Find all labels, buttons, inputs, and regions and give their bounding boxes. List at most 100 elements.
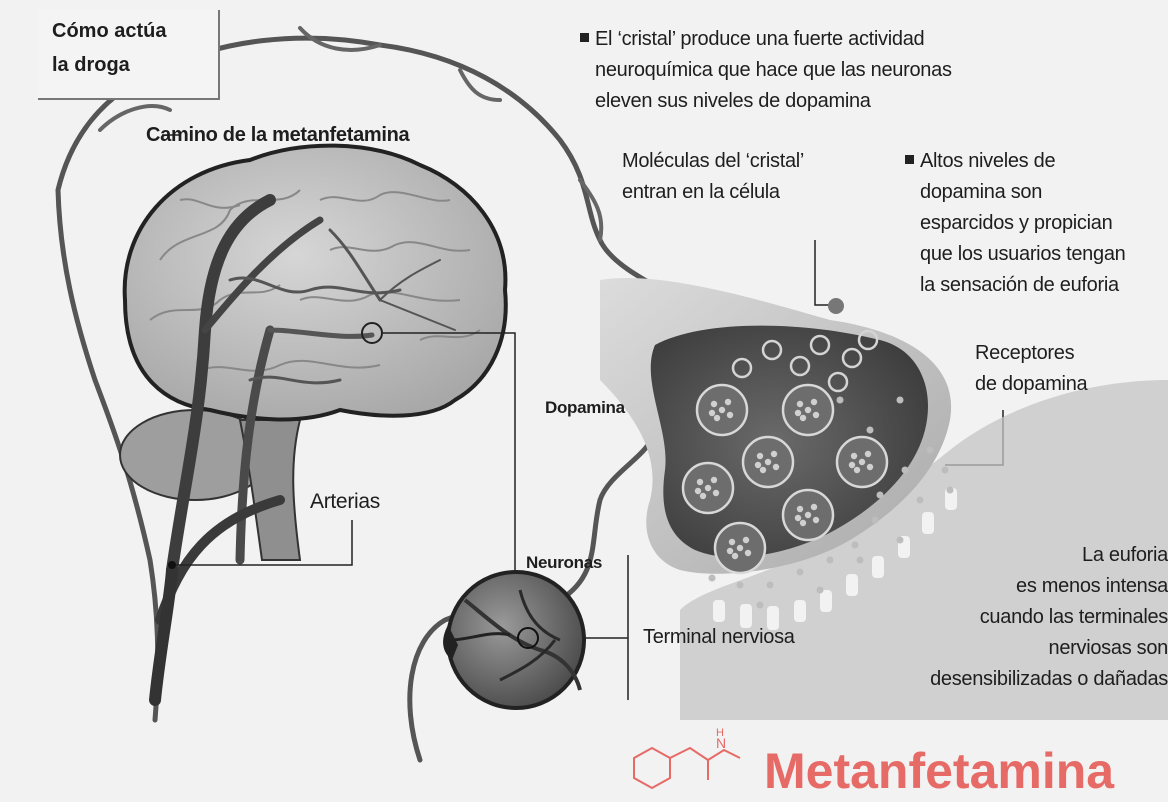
crystal-molecule xyxy=(761,339,783,361)
dopamine-particle xyxy=(736,544,744,552)
dopamine-particle xyxy=(736,581,744,589)
dopamine-particle xyxy=(794,514,802,522)
crystal-molecule xyxy=(828,298,844,314)
dopamine-particle xyxy=(704,484,712,492)
crystal-molecule xyxy=(857,329,879,351)
title-line-1: Cómo actúa xyxy=(52,20,167,42)
euphoria-line-2: es menos intensa xyxy=(1016,575,1168,597)
dopamine-particle xyxy=(850,452,858,460)
bullet-icon xyxy=(580,33,589,42)
dopamine-particle xyxy=(804,511,812,519)
dopamine-particle xyxy=(756,452,764,460)
dopamine-particle xyxy=(794,409,802,417)
high-levels-line-3: esparcidos y propician xyxy=(920,212,1113,234)
crystal-molecule xyxy=(731,357,753,379)
crystal-molecule xyxy=(789,355,811,377)
dopamine-particle xyxy=(804,406,812,414)
high-levels-note: Altos niveles de dopamina son esparcidos… xyxy=(905,146,1126,301)
dopamine-particle xyxy=(836,396,844,404)
arteries-label: Arterias xyxy=(310,490,380,513)
dopamine-particle xyxy=(901,466,909,474)
svg-text:N: N xyxy=(716,735,726,751)
euphoria-line-3: cuando las terminales xyxy=(979,606,1168,628)
dopamine-particle xyxy=(726,547,734,555)
dopamine-particle xyxy=(946,486,954,494)
dopamine-particle xyxy=(764,458,772,466)
high-levels-line-5: la sensación de euforia xyxy=(920,274,1119,296)
dopamine-particle xyxy=(708,574,716,582)
high-levels-line-1: Altos niveles de xyxy=(905,146,1125,177)
title-box: Cómo actúa la droga xyxy=(38,10,220,100)
dopamine-particle xyxy=(816,586,824,594)
crystal-note-line-2: neuroquímica que hace que las neuronas xyxy=(595,59,952,81)
logo-text: Metanfetamina xyxy=(764,743,1115,799)
path-label: Camino de la metanfetamina xyxy=(146,124,410,146)
dopamine-particle xyxy=(713,414,721,422)
crystal-molecule xyxy=(809,334,831,356)
brain xyxy=(122,143,508,422)
dopamine-particle xyxy=(796,400,804,408)
dopamine-particle xyxy=(866,463,874,471)
dopamine-particle xyxy=(754,461,762,469)
dopamine-particle xyxy=(712,489,720,497)
neurons-label: Neuronas xyxy=(526,553,603,572)
crystal-molecule xyxy=(827,371,849,393)
molecules-label: Moléculas del ‘cristal’ entran en la cél… xyxy=(622,146,804,208)
arteries-illustration xyxy=(149,194,456,706)
dopamine-particle xyxy=(848,461,856,469)
dopamine-particle xyxy=(853,466,861,474)
dopamine-particle xyxy=(851,541,859,549)
receptors-label: Receptores de dopamina xyxy=(975,338,1088,400)
crystal-note: El ‘cristal’ produce una fuerte activida… xyxy=(580,24,952,117)
dopamine-particle xyxy=(708,409,716,417)
dopamine-particle xyxy=(756,601,764,609)
receptors-illustration xyxy=(713,488,957,630)
high-levels-line-2: dopamina son xyxy=(920,181,1043,203)
dopamine-particle xyxy=(858,458,866,466)
dopamine-particle xyxy=(744,549,752,557)
dopamine-particle xyxy=(896,396,904,404)
dopamine-particle xyxy=(770,450,778,458)
molecule-logo-icon: N H xyxy=(633,728,741,790)
dopamine-particle xyxy=(694,487,702,495)
receiving-neuron xyxy=(680,380,1168,720)
receptors-label-line-1: Receptores xyxy=(975,342,1075,364)
molecules xyxy=(708,298,954,609)
dopamine-particle xyxy=(796,505,804,513)
dopamine-particle xyxy=(724,398,732,406)
molecules-label-line-2: entran en la célula xyxy=(622,181,780,203)
terminal-label: Terminal nerviosa xyxy=(643,626,795,648)
molecules-label-line-1: Moléculas del ‘cristal’ xyxy=(622,150,805,172)
dopamine-particle xyxy=(710,400,718,408)
dopamine-label: Dopamina xyxy=(545,398,625,417)
dopamine-particle xyxy=(796,568,804,576)
dopamine-particle xyxy=(941,466,949,474)
dopamine-particle xyxy=(871,516,879,524)
dopamine-particle xyxy=(699,492,707,500)
dopamine-particle xyxy=(810,503,818,511)
neuron-lens xyxy=(443,570,586,710)
high-levels-line-4: que los usuarios tengan xyxy=(920,243,1126,265)
dopamine-particle xyxy=(731,552,739,560)
euphoria-line-4: nerviosas son xyxy=(1048,637,1168,659)
dopamine-particle xyxy=(812,516,820,524)
dopamine-particle xyxy=(696,478,704,486)
dopamine-particle xyxy=(728,538,736,546)
dopamine-particle xyxy=(926,446,934,454)
euphoria-line-5: desensibilizadas o dañadas xyxy=(930,668,1168,690)
dopamine-particle xyxy=(718,406,726,414)
dopamine-particle xyxy=(856,556,864,564)
dopamine-particle xyxy=(810,398,818,406)
dopamine-particle xyxy=(864,450,872,458)
euphoria-line-1: La euforia xyxy=(1082,544,1168,566)
bullet-icon xyxy=(905,155,914,164)
dopamine-particle xyxy=(896,536,904,544)
dopamine-particle xyxy=(799,414,807,422)
dopamine-particle xyxy=(799,519,807,527)
dopamine-particle xyxy=(772,463,780,471)
dopamine-particle xyxy=(826,556,834,564)
crystal-molecule xyxy=(841,347,863,369)
euphoria-note: La euforia es menos intensa cuando las t… xyxy=(848,540,1168,695)
